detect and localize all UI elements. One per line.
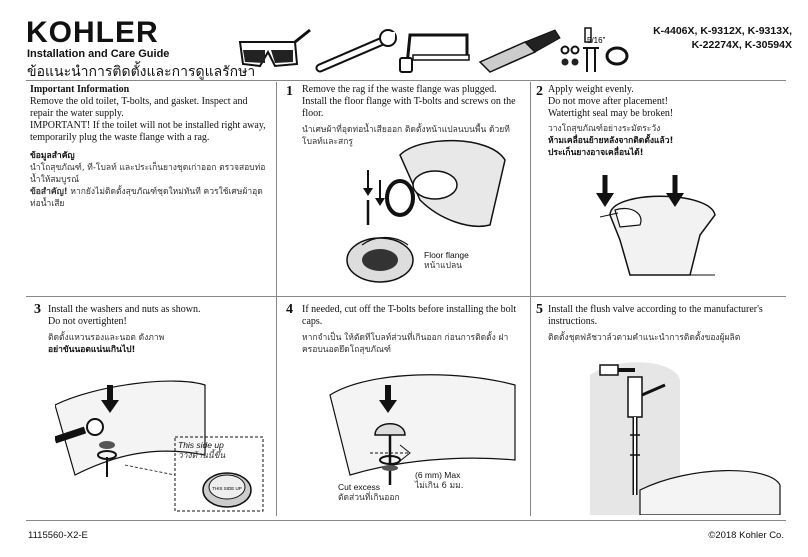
header-divider xyxy=(26,80,786,81)
step-2-instruction-3: Watertight seal may be broken! xyxy=(548,108,674,119)
step-2-illustration xyxy=(596,175,716,276)
step-4-text: If needed, cut off the T-bolts before in… xyxy=(302,304,524,356)
important-warning-thai-bold: ข้อสำคัญ! xyxy=(30,187,68,197)
step-1-instruction: Remove the rag if the waste flange was p… xyxy=(302,84,516,119)
toilet-base-icon xyxy=(329,374,516,476)
nut-washer-icon xyxy=(97,441,117,477)
step-5-number: 5 xyxy=(536,302,543,317)
step-1-illustration xyxy=(346,139,506,283)
important-warning-thai: หากยังไม่ติดตั้งสุขภัณฑ์ชุดใหม่ทันที ควร… xyxy=(30,187,263,209)
step-3-instruction-2: Do not overtighten! xyxy=(48,316,127,327)
model-numbers: K-4406X, K-9312X, K-9313X, K-22274X, K-3… xyxy=(653,24,792,52)
tool-size-label: 5/16" xyxy=(587,36,606,45)
max-length-label-thai: ไม่เกิน 6 มม. xyxy=(415,481,464,491)
floor-flange-icon xyxy=(346,236,414,283)
cut-excess-label-thai: ตัดส่วนที่เกินออก xyxy=(338,493,400,503)
step-3-text: Install the washers and nuts as shown. D… xyxy=(48,304,272,356)
step-4-illustration xyxy=(329,374,516,485)
step-3-warning-thai: อย่าขันนอตแน่นเกินไป! xyxy=(48,345,136,355)
this-side-up-label: This side up วางด้านนี้ขึ้น xyxy=(178,440,225,462)
this-side-up-label-thai: วางด้านนี้ขึ้น xyxy=(178,451,226,461)
step-2-instruction: Apply weight evenly. xyxy=(548,84,634,95)
guide-title-thai: ข้อแนะนำการติดตั้งและการดูแลรักษา xyxy=(27,63,256,79)
step-4-instruction: If needed, cut off the T-bolts before in… xyxy=(302,304,517,327)
tools-row: 5/16" xyxy=(238,27,629,73)
down-arrow-icon xyxy=(101,385,119,413)
important-body-thai: นำโถสุขภัณฑ์, ที-โบลท์ และประเก็นยางชุดเ… xyxy=(30,163,266,185)
step-1-number: 1 xyxy=(286,84,293,99)
socket-icon: 5/16" xyxy=(584,27,606,45)
hacksaw-icon xyxy=(399,33,470,73)
wrench-icon xyxy=(55,418,104,444)
bolt-cap-icon: THIS SIDE UP xyxy=(202,472,252,508)
cut-excess-label: Cut excess ตัดส่วนที่เกินออก xyxy=(338,482,400,504)
important-body: Remove the old toilet, T-bolts, and gask… xyxy=(30,96,248,119)
floor-flange-label: Floor flange หน้าแปลน xyxy=(424,250,469,272)
step-5-instruction: Install the flush valve according to the… xyxy=(548,304,763,327)
detail-callout-box xyxy=(124,436,264,512)
document-id: 1115560-X2-E xyxy=(28,530,88,541)
guide-title: Installation and Care Guide xyxy=(27,48,170,60)
bolt-cap-text: THIS SIDE UP xyxy=(212,486,242,491)
step-5-illustration xyxy=(590,362,781,515)
cut-excess-label-en: Cut excess xyxy=(338,482,381,492)
t-bolt-icon xyxy=(379,435,401,485)
safety-glasses-icon xyxy=(238,28,311,68)
bolt-cap-icon xyxy=(374,423,406,436)
step-1-instruction-thai: นำเศษผ้าที่อุดท่อน้ำเสียออก ติดตั้งหน้าแ… xyxy=(302,125,510,147)
down-arrow-icon xyxy=(596,175,684,207)
row-divider xyxy=(26,296,786,297)
important-heading-thai: ข้อมูลสำคัญ xyxy=(30,151,75,161)
models-line-1: K-4406X, K-9312X, K-9313X, xyxy=(653,25,792,37)
hands-icon xyxy=(599,207,642,228)
step-1-text: Remove the rag if the waste flange was p… xyxy=(302,84,524,148)
step-3-number: 3 xyxy=(34,302,41,317)
flush-valve-icon xyxy=(599,364,666,495)
down-arrow-icon xyxy=(379,385,397,413)
step-2-warning-thai-2: ประเก็นยางอาจเคลื่อนได้! xyxy=(548,148,644,158)
copyright: ©2018 Kohler Co. xyxy=(708,530,784,541)
toilet-base-icon xyxy=(399,139,506,227)
step-5-text: Install the flush valve according to the… xyxy=(548,304,784,344)
floor-flange-label-en: Floor flange xyxy=(424,250,469,260)
this-side-up-label-en: This side up xyxy=(178,440,224,450)
important-info-panel: Important Information Remove the old toi… xyxy=(30,84,270,210)
step-4-number: 4 xyxy=(286,302,293,317)
max-length-label-en: (6 mm) Max xyxy=(415,470,461,480)
wrench-icon xyxy=(315,29,397,73)
step-3-instruction-thai: ติดตั้งแหวนรองและนอต ดังภาพ xyxy=(48,333,165,343)
step-2-number: 2 xyxy=(536,84,543,99)
cut-line-icon xyxy=(370,444,411,462)
step-2-instruction-thai: วางโถสุขภัณฑ์อย่างระมัดระวัง xyxy=(548,124,661,134)
floor-flange-label-thai: หน้าแปลน xyxy=(424,261,463,271)
footer-divider xyxy=(26,520,786,521)
important-warning: IMPORTANT! If the toilet will not be ins… xyxy=(30,120,266,143)
step-3-illustration: THIS SIDE UP xyxy=(55,380,264,512)
step-5-instruction-thai: ติดตั้งชุดฟลัชวาล์วตามคำแนะนำการติดตั้งข… xyxy=(548,333,741,343)
important-heading: Important Information xyxy=(30,84,130,95)
putty-knife-icon xyxy=(478,29,561,73)
gasket-ring-icon xyxy=(385,179,415,217)
step-2-instruction-2: Do not move after placement! xyxy=(548,96,668,107)
step-3-instruction: Install the washers and nuts as shown. xyxy=(48,304,201,315)
column-divider-2 xyxy=(530,82,531,516)
brand-logo: KOHLER xyxy=(26,16,159,49)
step-4-instruction-thai: หากจำเป็น ให้ตัดทีโบลท์ส่วนที่เกินออก ก่… xyxy=(302,333,509,355)
toilet-bowl-icon xyxy=(639,469,781,515)
column-divider-1 xyxy=(276,82,277,516)
down-arrow-icon xyxy=(363,170,385,206)
models-line-2: K-22274X, K-30594X xyxy=(691,39,792,51)
step-2-text: Apply weight evenly. Do not move after p… xyxy=(548,84,784,159)
max-length-label: (6 mm) Max ไม่เกิน 6 มม. xyxy=(415,470,463,492)
hardware-kit-icon xyxy=(560,45,629,72)
step-2-warning-thai-1: ห้ามเคลื่อนย้ายหลังจากติดตั้งแล้ว! xyxy=(548,136,674,146)
